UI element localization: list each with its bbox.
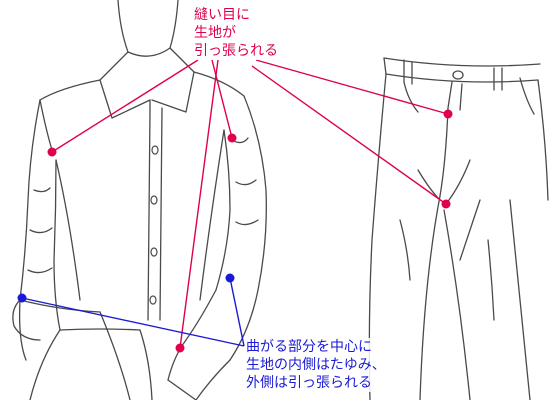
bend-callouts — [21, 277, 245, 347]
seam-tension-line-3: 引っ張られる — [194, 43, 278, 59]
bend-folds-line-2: 生地の内側はたゆみ、 — [246, 357, 386, 373]
shirt-buttons — [149, 145, 159, 305]
seam-tension-line-2: 生地が — [194, 25, 236, 41]
pants-button — [452, 70, 464, 80]
bend-folds-line-3: 外側は引っ張られる — [246, 375, 372, 391]
seam-tension-callouts — [51, 59, 449, 349]
bend-folds-label: 曲がる部分を中心に 生地の内側はたゆみ、 外側は引っ張られる — [246, 338, 386, 392]
bend-points — [17, 273, 235, 303]
shirt-figure — [12, 0, 267, 400]
pants-figure — [368, 57, 549, 400]
seam-tension-label: 縫い目に 生地が 引っ張られる — [194, 6, 278, 60]
bend-folds-line-1: 曲がる部分を中心に — [246, 339, 372, 355]
seam-tension-line-1: 縫い目に — [194, 7, 250, 23]
seam-tension-points — [47, 109, 453, 353]
